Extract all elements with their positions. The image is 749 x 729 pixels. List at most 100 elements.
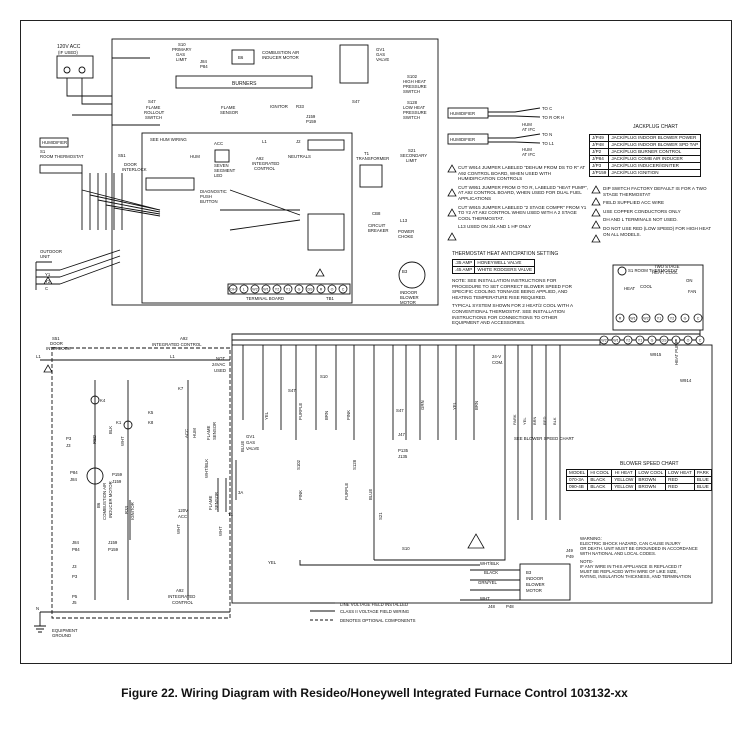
door-lower-2: INTERLOCK [46,346,71,351]
warning-line-1: ELECTRIC SHOCK HAZARD, CAN CAUSE INJURY [580,541,681,546]
diagram-frame [20,20,732,664]
terminal-label: C [699,339,702,343]
note-item: DIP SWITCH FACTORY DEFAULT IS FOR A TWO … [603,186,707,197]
outdoor-1: OUTDOOR [40,249,62,254]
not-24vac-1: NOT [216,356,225,361]
table-cell: YELLOW [611,483,637,491]
outdoor-2: UNIT [40,254,50,259]
p3-lower: P3 [72,574,78,579]
flame-lower-3: FLAME [208,496,213,510]
s128-sub3: SWITCH [403,115,420,120]
s51-lower: S51 [52,336,60,341]
door-upper-2: INTERLOCK [122,167,147,172]
gv1-label: GV1 [376,47,385,52]
terminal [283,284,293,294]
com24v-1: 24-V [492,354,501,359]
terminal [250,284,260,294]
k5-label: K5 [148,410,154,415]
blowerchart-header: LOW HEAT [665,469,695,477]
terminal-label: G [651,339,654,343]
s102-sub3: SWITCH [403,89,420,94]
neutrals-label: NEUTRALS [288,154,311,159]
note-line-3: RATING, INSULATION THICKNESS, AND TERMIN… [580,574,691,579]
lower-n: N [36,606,39,611]
terminal [683,335,693,345]
terminal-board-label: TERMINAL BOARD [246,296,284,301]
terminal-label: Y2 [626,339,630,343]
a92-lower: A92 [180,336,188,341]
terminal [305,284,315,294]
terminal [338,284,348,294]
terminal [671,335,681,345]
terminal [628,313,638,323]
note-item: TYPICAL SYSTEM SHOWN FOR 2 HEAT/2 COOL W… [452,303,573,326]
gv1-sub1: GAS [376,52,385,57]
s128-label: S128 [407,100,418,105]
terminal-label: Y1 [286,288,290,292]
table-cell: RED [665,476,695,484]
a92-upper-3: CONTROL [254,166,276,171]
table-cell: J/P84 [588,155,610,163]
j159-lower: J159 [108,540,118,545]
wire-brn-2: BRN [474,401,479,410]
figure-caption: Figure 22. Wiring Diagram with Resideo/H… [121,686,628,700]
note-item: CUT W914 JUMPER LABELED "DEHUM FROM DS T… [458,165,586,182]
p3-upper: P3 [66,436,72,441]
p49-label: P49 [566,554,574,559]
p84-label: P84 [200,64,208,69]
legend-optional: DENOTES OPTIONAL COMPONENTS [340,618,416,623]
note-item: DH AND L TERMINALS NOT USED. [603,217,678,223]
diag-2: PUSH [200,194,212,199]
table-cell: RED [665,483,695,491]
note-item: FIELD SUPPLIED ACC WIRE [603,200,665,206]
j3-lower: J3 [72,564,77,569]
terminal-label: Y1 [657,317,661,321]
to-c: TO C [542,106,552,111]
terminal [599,335,609,345]
hum-upper: HUM [190,154,200,159]
p159-lower-2: P159 [112,472,123,477]
terminal [659,335,669,345]
b6-desc2: INDUCER MOTOR [262,55,299,60]
wire-tag: BLK [552,417,557,425]
acc-upper: ACC [214,141,223,146]
wire-red-1: RED [92,435,97,444]
wire-blk-1: BLK [108,426,113,434]
table-cell: J/P49 [588,134,610,142]
terminal-label: W1 [630,317,635,321]
to-r-or-h: TO R OR H [542,115,564,120]
table-cell: 070-3A [565,476,589,484]
wire-purple-2: PURPLE [344,483,349,500]
p5-label: P5 [72,594,78,599]
j159-lower-2: J159 [112,479,122,484]
tb1-label: TB1 [326,296,334,301]
wire-wht-2: WHT [218,526,223,536]
flame-sensor-1: FLAME [221,105,235,110]
s21-upper: S21 [408,148,416,153]
j84-lower: J84 [70,477,78,482]
acc-lower: ACC [178,514,187,519]
table-cell: HONEYWELL VALVE [474,259,536,267]
seven-1: SEVEN [214,163,229,168]
hum-ifc-1b: AT IFC [522,127,535,132]
lower-l1: L1 [36,354,41,359]
burners-label: BURNERS [232,81,257,87]
terminal-label: G [684,317,687,321]
terminal [667,313,677,323]
s21-lower: S21 [378,512,383,520]
s102-label: S102 [407,74,418,79]
two-stage: TWO STAGE [654,264,680,269]
table-cell: JACK/PLUG INDOOR BLOWER POWER [608,134,702,142]
s102-lower: S102 [296,459,301,470]
anticipation-title: THERMOSTAT HEAT ANTICIPATION SETTING [452,251,559,257]
wire-whtblk: WHT/BLK [480,561,499,566]
s21-upper-2: SECONDARY [400,153,427,158]
jackplug-title: JACKPLUG CHART [633,124,678,130]
terminal-label: Y1 [638,339,642,343]
b6-lower: B6 [96,502,101,508]
